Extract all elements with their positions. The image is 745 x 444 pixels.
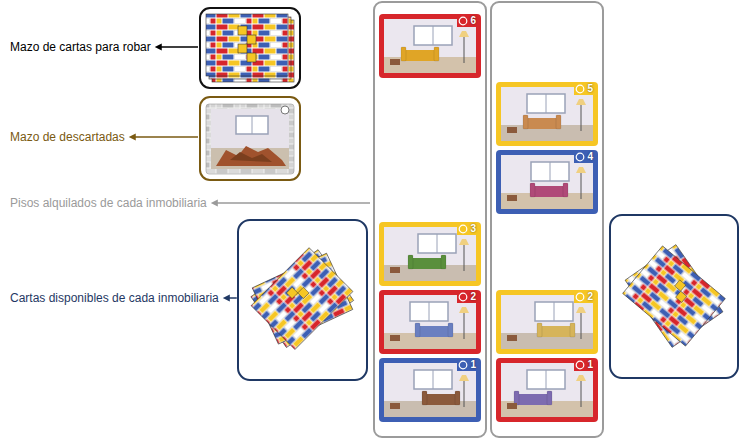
property-card: 3 bbox=[379, 222, 481, 286]
card-number: 2 bbox=[457, 291, 478, 303]
arrowhead bbox=[211, 200, 218, 207]
leader-line bbox=[161, 46, 198, 48]
card-number: 2 bbox=[574, 291, 595, 303]
room-illustration bbox=[384, 295, 476, 349]
card-number: 5 bbox=[574, 83, 595, 95]
callout-label: Pisos alquilados de cada inmobiliaria bbox=[10, 196, 207, 210]
rented-column: 5 4 2 1 bbox=[490, 1, 604, 438]
card-number: 1 bbox=[574, 359, 595, 371]
property-card: 2 bbox=[379, 290, 481, 354]
property-card: 1 bbox=[379, 358, 481, 422]
card-number-text: 1 bbox=[587, 359, 593, 370]
room-illustration bbox=[501, 87, 593, 141]
property-card: 5 bbox=[496, 82, 598, 146]
arrowhead bbox=[223, 295, 230, 302]
card-number-text: 2 bbox=[587, 291, 593, 302]
card-number-text: 1 bbox=[470, 359, 476, 370]
coin-icon bbox=[458, 224, 468, 234]
coin-icon bbox=[458, 16, 468, 26]
leader-line bbox=[135, 136, 198, 138]
leader-line bbox=[229, 297, 237, 299]
room-illustration bbox=[501, 155, 593, 209]
card-number-text: 6 bbox=[470, 15, 476, 26]
coin-icon bbox=[458, 360, 468, 370]
card-number: 4 bbox=[574, 151, 595, 163]
coin-icon bbox=[575, 152, 585, 162]
room-illustration bbox=[501, 363, 593, 417]
card-number-text: 2 bbox=[470, 291, 476, 302]
property-card: 4 bbox=[496, 150, 598, 214]
coin-icon bbox=[575, 84, 585, 94]
callout-label: Cartas disponibles de cada inmobiliaria bbox=[10, 291, 219, 305]
room-illustration bbox=[501, 295, 593, 349]
property-card: 2 bbox=[496, 290, 598, 354]
rented-column: 6 3 2 1 bbox=[373, 1, 487, 438]
callout-label: Mazo de cartas para robar bbox=[10, 40, 151, 54]
card-number-text: 4 bbox=[587, 151, 593, 162]
room-illustration bbox=[384, 363, 476, 417]
leader-line bbox=[217, 202, 370, 204]
card-number: 1 bbox=[457, 359, 478, 371]
room-illustration bbox=[384, 19, 476, 73]
property-card: 1 bbox=[496, 358, 598, 422]
card-number-text: 3 bbox=[470, 223, 476, 234]
coin-icon bbox=[458, 292, 468, 302]
card-number-text: 5 bbox=[587, 83, 593, 94]
card-number: 6 bbox=[457, 15, 478, 27]
coin-icon bbox=[575, 292, 585, 302]
arrowhead bbox=[155, 44, 162, 51]
callout-label: Mazo de descartadas bbox=[10, 130, 125, 144]
coin-icon bbox=[575, 360, 585, 370]
property-card: 6 bbox=[379, 14, 481, 78]
card-number: 3 bbox=[457, 223, 478, 235]
arrowhead bbox=[129, 134, 136, 141]
room-illustration bbox=[384, 227, 476, 281]
